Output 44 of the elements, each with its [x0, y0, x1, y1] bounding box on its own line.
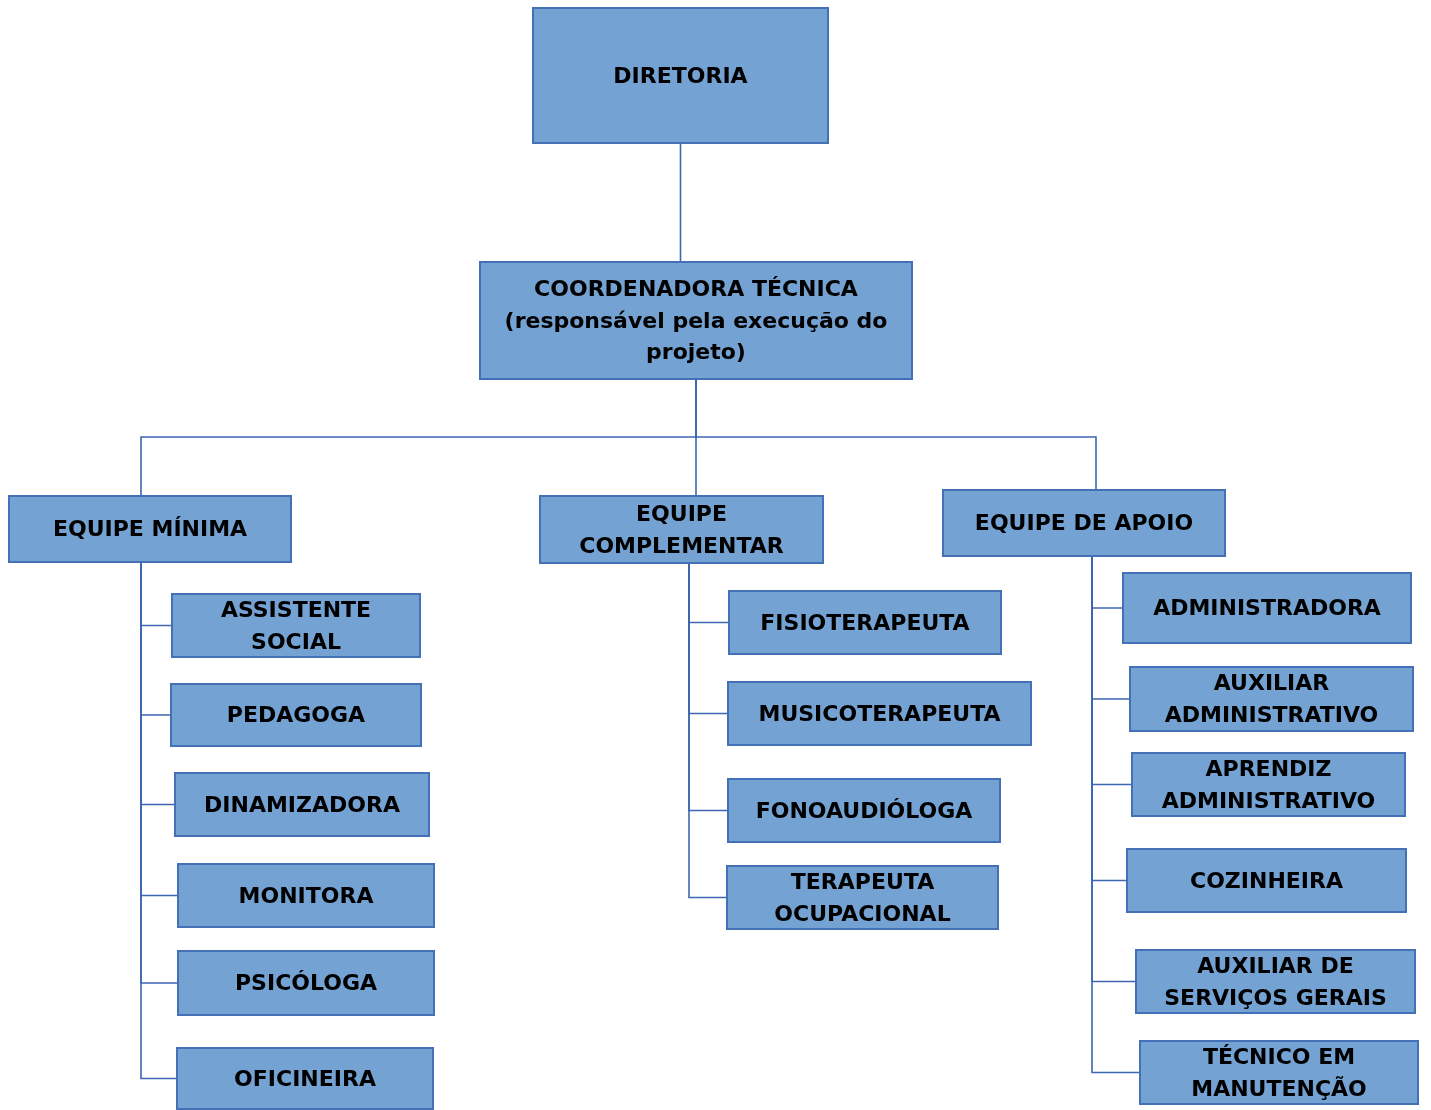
- connector-line: [695, 379, 1097, 490]
- role-label: TERAPEUTA OCUPACIONAL: [773, 867, 952, 928]
- org-box: [174, 772, 430, 837]
- role-label: MUSICOTERAPEUTA: [758, 699, 1001, 728]
- role-label: COZINHEIRA: [1190, 866, 1343, 895]
- role-label: EQUIPE MÍNIMA: [52, 515, 248, 544]
- role-label: MONITORA: [238, 881, 374, 910]
- role-label: ASSISTENTE SOCIAL: [219, 595, 373, 656]
- role-label: APRENDIZ ADMINISTRATIVO: [1161, 754, 1376, 815]
- role-label: DINAMIZADORA: [204, 790, 400, 819]
- org-box: [1122, 572, 1412, 644]
- org-box: [728, 590, 1002, 655]
- org-box: [727, 681, 1032, 746]
- role-label: DIRETORIA: [613, 61, 748, 90]
- role-label: FONOAUDIÓLOGA: [755, 796, 973, 825]
- org-box: [726, 865, 999, 930]
- role-label: FISIOTERAPEUTA: [760, 608, 970, 637]
- role-label: EQUIPE DE APOIO: [974, 509, 1194, 538]
- role-label: AUXILIAR DE SERVIÇOS GERAIS: [1163, 951, 1388, 1012]
- org-box: [727, 778, 1001, 843]
- org-box: [1126, 848, 1407, 913]
- org-box: [171, 593, 421, 658]
- org-box: [8, 495, 292, 563]
- org-box: [1135, 949, 1416, 1014]
- org-box: [942, 489, 1226, 557]
- role-label: TÉCNICO EM MANUTENÇÃO: [1190, 1042, 1368, 1103]
- org-box: [532, 7, 829, 144]
- org-box: [1129, 666, 1414, 732]
- org-box: [539, 495, 824, 564]
- role-label: AUXILIAR ADMINISTRATIVO: [1164, 669, 1379, 729]
- org-box: [1139, 1040, 1419, 1105]
- role-label: OFICINEIRA: [234, 1064, 376, 1093]
- org-box: [479, 261, 913, 380]
- role-label: EQUIPE COMPLEMENTAR: [578, 499, 785, 560]
- org-box: [177, 863, 435, 928]
- org-box: [177, 950, 435, 1016]
- org-box: [1131, 752, 1406, 817]
- org-box: [176, 1047, 434, 1110]
- role-label: ADMINISTRADORA: [1153, 594, 1381, 623]
- role-label: PSICÓLOGA: [235, 969, 377, 998]
- connector-line: [679, 143, 682, 262]
- role-label: COORDENADORA TÉCNICA (responsável pela execução do projeto): [503, 274, 889, 367]
- org-box: [170, 683, 422, 747]
- role-label: PEDAGOGA: [226, 701, 366, 730]
